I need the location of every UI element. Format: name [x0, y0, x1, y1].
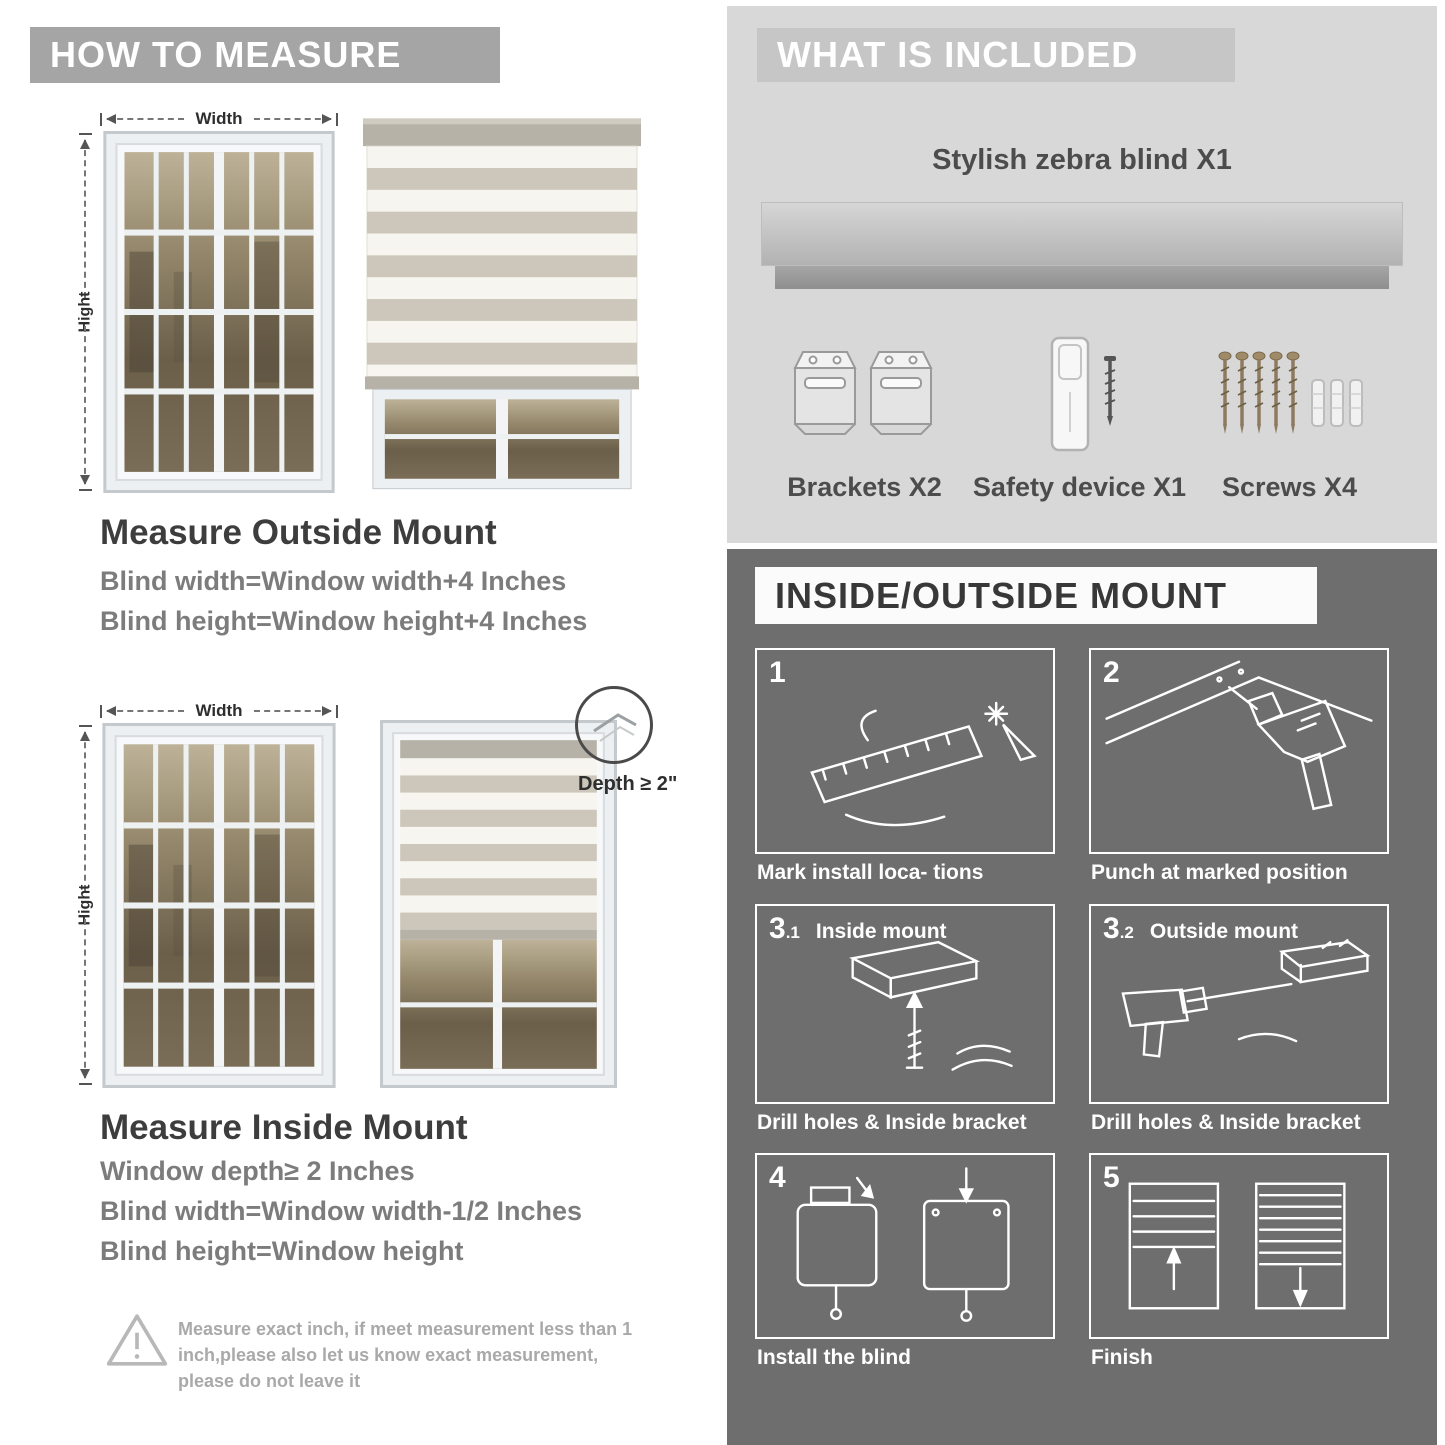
how-to-measure-header: HOW TO MEASURE: [30, 27, 500, 83]
warning-icon: [106, 1314, 168, 1366]
mount-header-title: INSIDE/OUTSIDE MOUNT: [775, 574, 1228, 616]
outside-width-formula: Blind width=Window width+4 Inches: [100, 566, 567, 596]
step-4-caption: Install the blind: [757, 1346, 912, 1369]
drill-ceiling-illustration: [1105, 660, 1373, 811]
mount-instructions-panel: INSIDE/OUTSIDE MOUNT 1 Mark install loca…: [727, 549, 1437, 1445]
window-illustration: [102, 723, 336, 1088]
screw-bracket-illustration: [849, 940, 1013, 1071]
safety-device-label: Safety device X1: [972, 472, 1187, 502]
outside-mount-heading: Measure Outside Mount: [100, 513, 497, 552]
brackets-icon: [793, 351, 933, 435]
step-cell-4: 4: [755, 1153, 1055, 1339]
step-1-caption: Mark install loca- tions: [757, 861, 984, 884]
screws-label: Screws X4: [1221, 472, 1358, 502]
width-arrow: Width: [100, 701, 338, 721]
zebra-blind-headrail-illustration: [761, 202, 1403, 289]
drill-bracket-illustration: [1121, 939, 1371, 1058]
step-cell-5: 5: [1089, 1153, 1389, 1339]
width-arrow-label: Width: [195, 109, 243, 128]
safety-device-icon: [1050, 336, 1116, 452]
step-number: 4: [769, 1161, 786, 1194]
step-number: 5: [1103, 1161, 1120, 1194]
width-arrow: Width: [100, 109, 338, 129]
step-3-2-caption: Drill holes & Inside bracket: [1091, 1111, 1361, 1134]
screws-icon: [1218, 351, 1363, 434]
height-arrow: Hight: [75, 725, 95, 1085]
depth-circle: [575, 686, 653, 764]
brackets-label: Brackets X2: [787, 472, 942, 502]
outside-mount-window-figure: Width Hight: [75, 103, 345, 498]
step-number: 2: [1103, 656, 1120, 689]
step-number: 1: [769, 656, 786, 689]
what-is-included-title: WHAT IS INCLUDED: [777, 34, 1139, 75]
measure-note: Measure exact inch, if meet measurement …: [178, 1319, 633, 1392]
install-blind-illustration: [796, 1167, 1010, 1322]
corner-zoom-icon: [593, 713, 637, 742]
window-illustration: [103, 131, 335, 493]
finished-blind-illustration: [1128, 1182, 1346, 1310]
inside-height-formula: Blind height=Window height: [100, 1236, 464, 1266]
inside-mount-window-figure: Width Hight: [75, 695, 345, 1095]
blind-label: Stylish zebra blind X1: [932, 144, 1232, 176]
what-is-included-header: WHAT IS INCLUDED: [757, 28, 1235, 82]
mount-header: INSIDE/OUTSIDE MOUNT: [755, 567, 1317, 624]
how-to-measure-title: HOW TO MEASURE: [50, 34, 402, 75]
depth-label: Depth ≥ 2": [578, 773, 678, 795]
step-3-1-caption: Drill holes & Inside bracket: [757, 1111, 1027, 1134]
zebra-blind-inside-illustration: [380, 720, 617, 1088]
height-arrow: Hight: [75, 133, 95, 491]
step-cell-1: 1: [755, 648, 1055, 854]
zebra-blind-outside-illustration: [363, 118, 641, 490]
width-arrow-label: Width: [195, 701, 243, 720]
inside-depth-formula: Window depth≥ 2 Inches: [100, 1156, 415, 1186]
step-2-caption: Punch at marked position: [1091, 861, 1348, 884]
measure-mark-illustration: [810, 701, 1037, 827]
inside-mount-heading: Measure Inside Mount: [100, 1108, 468, 1147]
step-5-caption: Finish: [1091, 1346, 1153, 1369]
inside-width-formula: Blind width=Window width-1/2 Inches: [100, 1196, 583, 1226]
step-cell-2: 2: [1089, 648, 1389, 854]
what-is-included-panel: WHAT IS INCLUDED Stylish zebra blind X1: [727, 6, 1437, 543]
outside-height-formula: Blind height=Window height+4 Inches: [100, 606, 588, 636]
headrail-bottom-strip: [775, 266, 1389, 289]
